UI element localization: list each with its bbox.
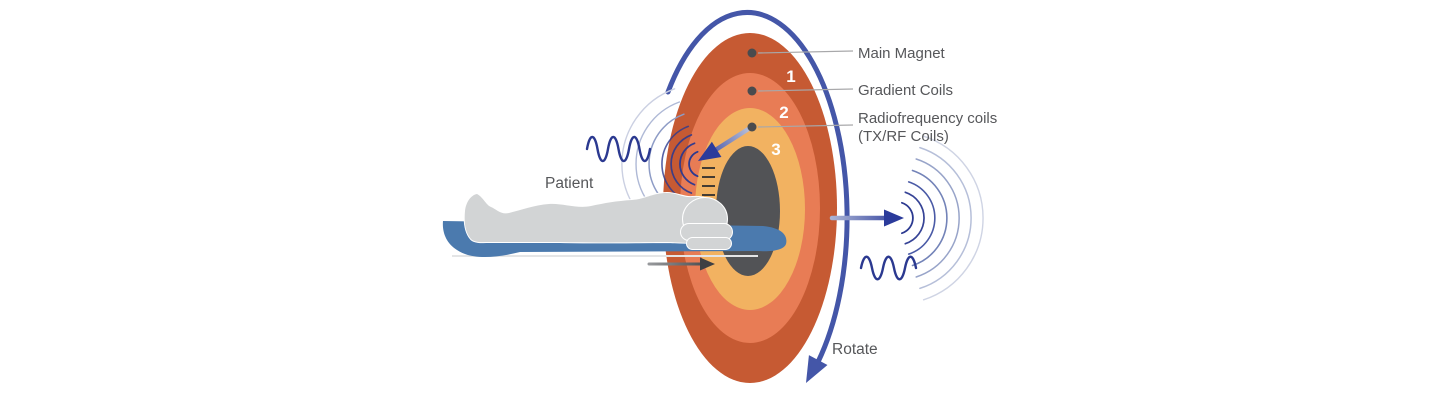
ring-number-gradient-coils: 2 [779, 103, 788, 122]
label-main-magnet: Main Magnet [858, 45, 946, 62]
patient-body [463, 191, 724, 244]
rf-wave-right-icon [859, 255, 918, 281]
callout-dot-rf-coils [747, 122, 757, 132]
leader-line-main-magnet [757, 50, 854, 54]
patient-hand [686, 237, 732, 250]
rotate-arrow-icon [665, 9, 850, 383]
rf-arrow-out-icon [829, 209, 904, 227]
label-patient: Patient [545, 175, 594, 192]
scanner-rings [663, 33, 837, 383]
rf-emission-arcs-right [901, 135, 984, 301]
label-rotate: Rotate [832, 341, 878, 358]
label-rf-coils-line1: Radiofrequency coils [858, 110, 997, 127]
rf-wave-left-icon [585, 135, 652, 163]
rf-arrow-in-icon [698, 125, 753, 161]
table-motion-arrow-icon [647, 257, 715, 271]
label-rf-coils-line2: (TX/RF Coils) [858, 128, 949, 145]
label-gradient-coils: Gradient Coils [858, 82, 953, 99]
leader-line-rf-coils [757, 124, 854, 128]
callouts [747, 48, 854, 132]
callout-dot-gradient-coils [747, 86, 757, 96]
rotate-arrowhead-icon [806, 355, 828, 383]
patient-figure [463, 191, 733, 250]
ring-number-main-magnet: 1 [786, 67, 795, 86]
ring-number-rf-coils: 3 [771, 140, 780, 159]
callout-dot-main-magnet [747, 48, 757, 58]
leader-line-gradient-coils [757, 88, 854, 92]
rotate-arc [665, 9, 850, 365]
